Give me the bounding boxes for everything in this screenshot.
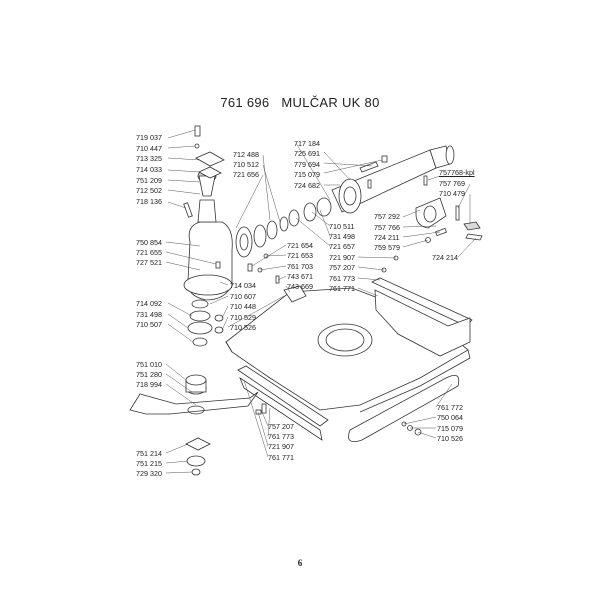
part-label: 761 771	[329, 284, 355, 293]
part-label: 710 607	[230, 292, 256, 301]
part-label: 731 498	[136, 310, 162, 319]
part-label: 710 526	[437, 434, 463, 443]
part-label: 719 037	[136, 133, 162, 142]
part-label: 751 280	[136, 370, 162, 379]
part-label: 713 325	[136, 154, 162, 163]
part-label: 721 655	[136, 248, 162, 257]
part-label: 710 447	[136, 144, 162, 153]
part-label: 761 703	[287, 262, 313, 271]
part-label: 710 526	[230, 323, 256, 332]
part-label: 715 079	[294, 170, 320, 179]
part-label: 721 907	[268, 442, 294, 451]
part-label: 731 498	[329, 232, 355, 241]
part-label: 750 854	[136, 238, 162, 247]
part-label: 721 654	[287, 241, 313, 250]
part-label: 757 207	[268, 422, 294, 431]
part-label: 761 771	[268, 453, 294, 462]
machine-name-title: MULČAR UK 80	[281, 95, 380, 110]
part-label-kit: 757768-kpl	[439, 168, 475, 177]
part-label: 710 507	[136, 320, 162, 329]
part-label: 717 184	[294, 139, 320, 148]
part-label: 724 682	[294, 181, 320, 190]
bevel-gear	[235, 226, 253, 258]
page-number: 6	[297, 558, 303, 568]
part-label: 710 448	[230, 302, 256, 311]
part-label: 721 653	[287, 251, 313, 260]
part-label: 759 579	[374, 243, 400, 252]
side-skid-right	[374, 289, 471, 357]
part-label: 757 766	[374, 223, 400, 232]
side-rail-upper	[371, 277, 473, 327]
tube-end-housing	[415, 197, 447, 229]
part-label: 751 209	[136, 176, 162, 185]
part-label: 721 907	[329, 253, 355, 262]
part-label: 757 207	[329, 263, 355, 272]
part-label: 751 215	[136, 459, 162, 468]
part-label: 757 292	[374, 212, 400, 221]
part-label: 727 521	[136, 258, 162, 267]
gearbox-neck	[197, 199, 217, 223]
bottom-skid-runner	[348, 374, 460, 443]
drive-tube-flange	[338, 178, 362, 214]
part-label: 710 512	[233, 160, 259, 169]
part-label: 721 657	[329, 242, 355, 251]
part-label: 710 529	[230, 313, 256, 322]
part-label: 729 320	[136, 469, 162, 478]
part-label: 779 694	[294, 160, 320, 169]
part-label: 743 669	[287, 282, 313, 291]
part-label: 715 079	[437, 424, 463, 433]
part-label: 718 136	[136, 197, 162, 206]
part-label: 725 691	[294, 149, 320, 158]
mower-blade	[135, 391, 259, 415]
part-label: 751 010	[136, 360, 162, 369]
part-label: 750 064	[437, 413, 463, 422]
part-label: 710 479	[439, 189, 465, 198]
part-number-title: 761 696	[220, 95, 270, 110]
part-label: 718 994	[136, 380, 162, 389]
part-label: 710 511	[329, 222, 355, 231]
part-label: 712 488	[233, 150, 259, 159]
part-label: 761 772	[437, 403, 463, 412]
part-label: 712 502	[136, 186, 162, 195]
top-cover-plate	[195, 151, 225, 167]
part-label: 757 769	[439, 179, 465, 188]
part-label: 751 214	[136, 449, 162, 458]
side-rail-lower	[237, 365, 329, 427]
part-label: 761 773	[268, 432, 294, 441]
part-label: 724 214	[432, 253, 458, 262]
side-skid-left	[239, 376, 323, 441]
part-label: 714 034	[230, 281, 256, 290]
part-label: 743 671	[287, 272, 313, 281]
part-label: 761 773	[329, 274, 355, 283]
diagram-title: 761 696 MULČAR UK 80	[0, 95, 600, 110]
leader-lines	[165, 129, 477, 474]
part-label: 714 092	[136, 299, 162, 308]
part-label: 724 211	[374, 233, 400, 242]
part-label: 714 033	[136, 165, 162, 174]
part-label: 721 656	[233, 170, 259, 179]
